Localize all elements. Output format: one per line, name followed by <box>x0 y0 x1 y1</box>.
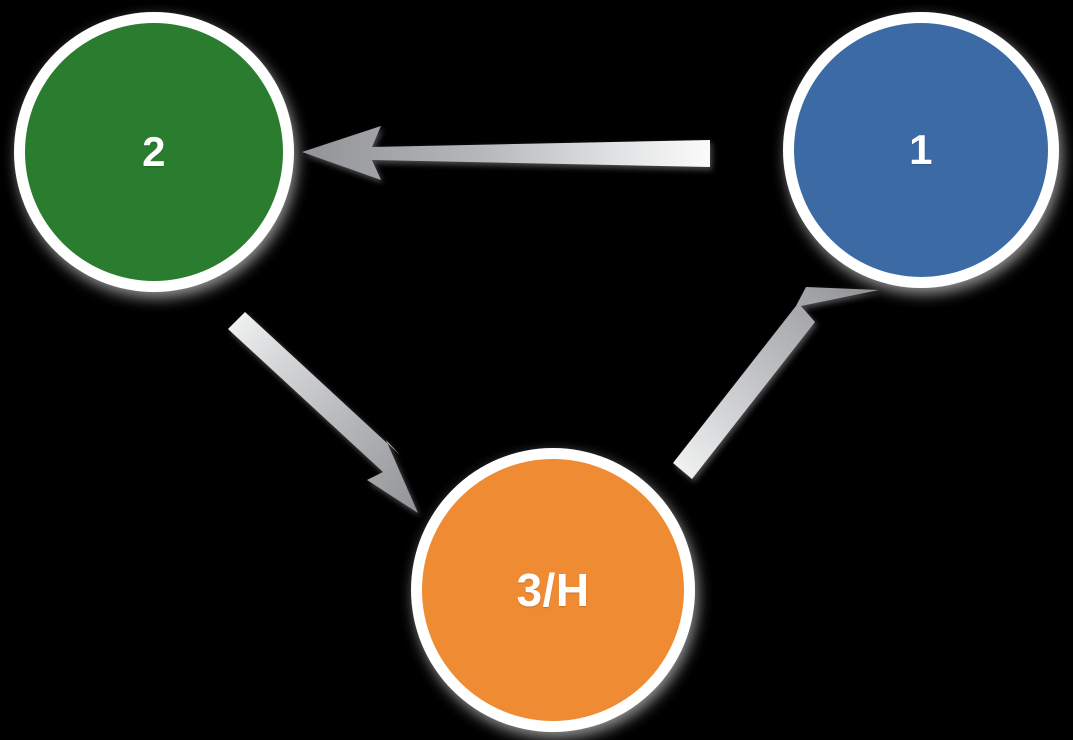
node-2-green[interactable] <box>14 12 294 292</box>
node-3-hotspot[interactable] <box>411 448 695 732</box>
arrow-3-to-1 <box>673 287 879 479</box>
node-1-blue[interactable] <box>783 12 1059 288</box>
arrow-1-to-2 <box>302 126 710 180</box>
node-1-hotspot[interactable] <box>783 12 1059 288</box>
node-2-hotspot[interactable] <box>14 12 294 292</box>
node-3-orange[interactable] <box>411 448 695 732</box>
arrow-2-to-3 <box>228 312 418 513</box>
